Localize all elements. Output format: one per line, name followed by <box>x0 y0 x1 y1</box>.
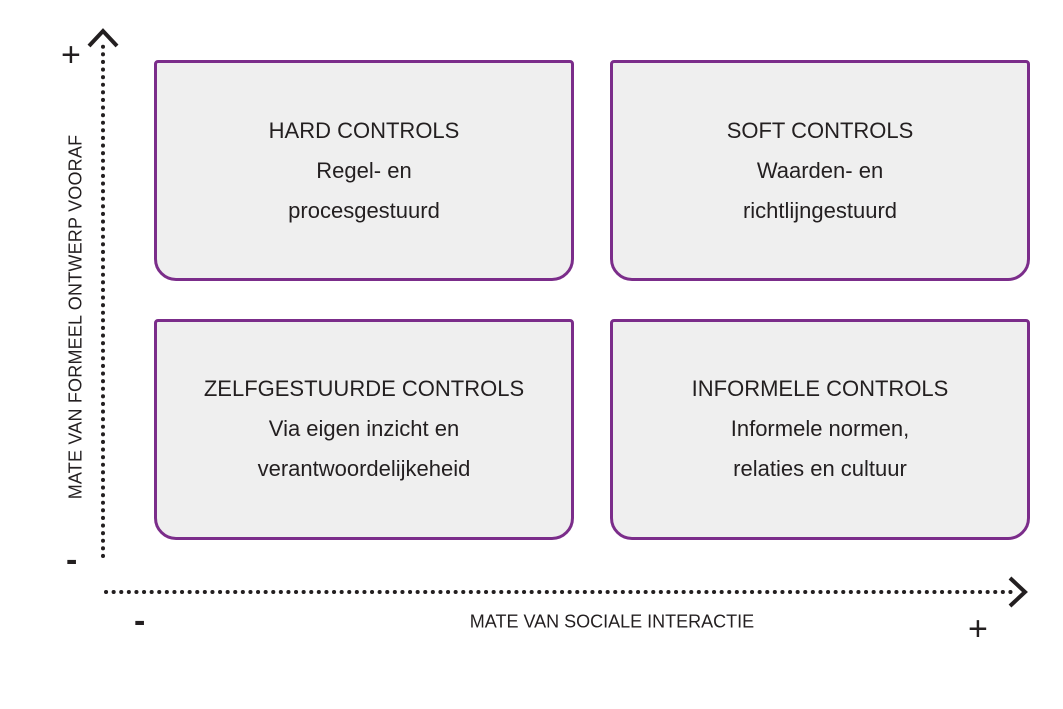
quadrant-title: ZELFGESTUURDE CONTROLS <box>203 376 525 401</box>
quadrant-line-1: Informele normen, <box>730 416 910 441</box>
quadrant-line-1: Via eigen inzicht en <box>268 416 460 441</box>
x-axis-low-marker: - <box>134 602 146 640</box>
y-axis-label: MATE VAN FORMEEL ONTWERP VOORAF <box>65 134 86 500</box>
quadrant-hard-controls: HARD CONTROLS Regel- en procesgestuurd <box>154 60 574 281</box>
quadrant-soft-controls: SOFT CONTROLS Waarden- en richtlijngestu… <box>610 60 1030 281</box>
quadrant-title: INFORMELE CONTROLS <box>691 376 949 401</box>
y-axis-arrowhead <box>87 28 119 48</box>
quadrant-line-1: Waarden- en <box>756 158 884 183</box>
quadrant-title: HARD CONTROLS <box>268 118 460 143</box>
quadrant-title: SOFT CONTROLS <box>726 118 914 143</box>
x-axis-high-marker: + <box>968 610 988 648</box>
quadrant-line-2: procesgestuurd <box>288 198 440 223</box>
quadrant-line-2: richtlijngestuurd <box>742 198 898 223</box>
y-axis-high-marker: + <box>61 36 81 74</box>
x-axis-arrowhead <box>1008 576 1028 608</box>
quadrant-zelfgestuurde-controls: ZELFGESTUURDE CONTROLS Via eigen inzicht… <box>154 319 574 540</box>
x-axis-label: MATE VAN SOCIALE INTERACTIE <box>469 611 755 632</box>
quadrant-line-2: relaties en cultuur <box>733 456 907 481</box>
quadrant-informele-controls: INFORMELE CONTROLS Informele normen, rel… <box>610 319 1030 540</box>
quadrant-line-1: Regel- en <box>316 158 412 183</box>
quadrant-line-2: verantwoordelijkeheid <box>257 456 471 481</box>
y-axis-low-marker: - <box>66 541 78 579</box>
